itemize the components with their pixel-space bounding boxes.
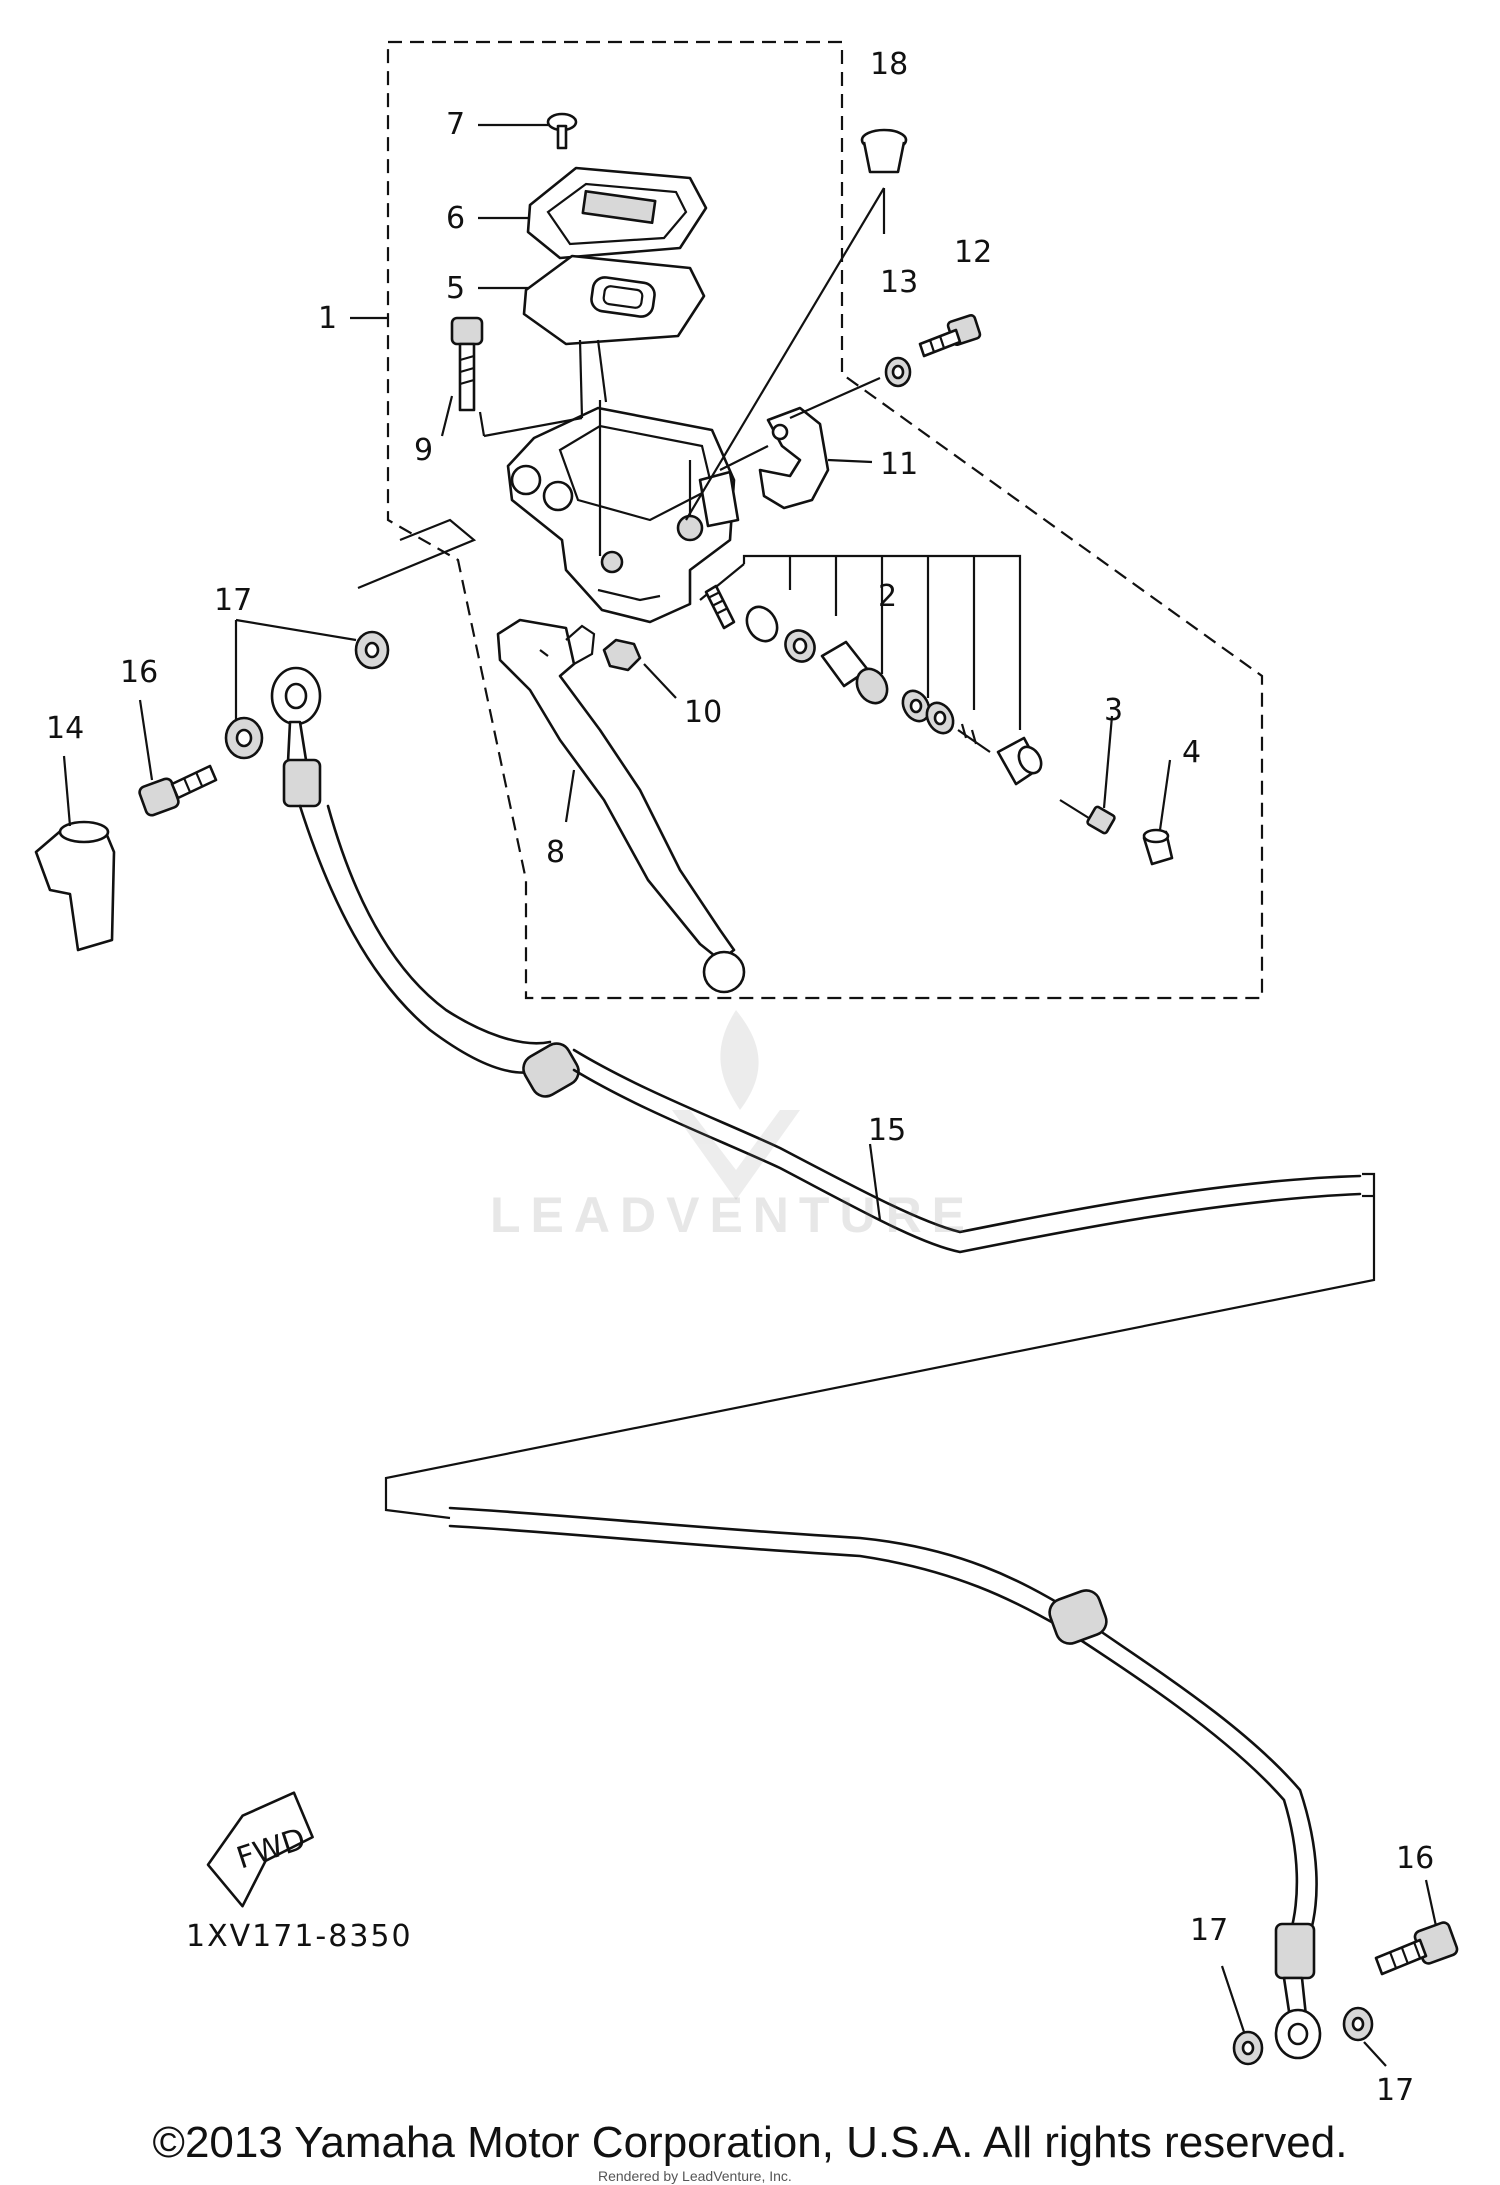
- leader-17-upper: [234, 618, 357, 720]
- bolt-12: [918, 314, 982, 358]
- callout-17-upper: 17: [214, 583, 252, 618]
- washer-17-lower-b: [1342, 2006, 1387, 2067]
- piston-kit-2: [699, 554, 1043, 786]
- watermark-text: LEADVENTURE: [490, 1187, 976, 1243]
- master-cylinder-body: [478, 339, 740, 624]
- callout-4: 4: [1182, 735, 1201, 770]
- screw-7: [478, 112, 578, 150]
- callout-11: 11: [880, 447, 918, 482]
- callout-13: 13: [880, 265, 918, 300]
- callout-5: 5: [446, 271, 465, 306]
- callout-12: 12: [954, 235, 992, 270]
- fwd-arrow-icon: FWD: [206, 1791, 314, 1908]
- lever-8: [496, 618, 746, 994]
- rendered-by-note: Rendered by LeadVenture, Inc.: [598, 2168, 792, 2184]
- washer-17-upper-a: [224, 716, 264, 760]
- callout-8: 8: [546, 835, 565, 870]
- washer-17-upper-b: [354, 630, 390, 670]
- diagram-id: 1XV171-8350: [186, 1919, 413, 1954]
- assembly-boundary: [386, 40, 1264, 1000]
- callout-7: 7: [446, 107, 465, 142]
- reservoir-cap-6: [478, 166, 708, 260]
- watermark-logo-icon: [672, 1010, 800, 1200]
- bracket-11: [719, 376, 881, 510]
- bleed-cap-4: [1142, 759, 1174, 866]
- copyright-notice: ©2013 Yamaha Motor Corporation, U.S.A. A…: [152, 2118, 1348, 2167]
- callout-17-lower-right: 17: [1376, 2073, 1414, 2108]
- washer-17-lower-a: [1220, 1965, 1264, 2066]
- union-bolt-16-upper: [138, 699, 218, 817]
- callout-16-lower: 16: [1396, 1841, 1434, 1876]
- callout-1: 1: [318, 301, 337, 336]
- nut-10: [602, 638, 677, 699]
- callout-6: 6: [446, 201, 465, 236]
- leader-17-bracket: [357, 518, 477, 590]
- callout-14: 14: [46, 711, 84, 746]
- washer-13: [884, 356, 912, 388]
- leader-18-to-body: [685, 187, 885, 521]
- bleed-screw-3: [1059, 715, 1116, 835]
- brake-hose-15-lower: [448, 1506, 1322, 2060]
- callout-9: 9: [414, 433, 433, 468]
- cap-plug-18: [860, 128, 908, 174]
- callout-16-upper: 16: [120, 655, 158, 690]
- callout-3: 3: [1104, 693, 1123, 728]
- brake-hose-15: [270, 666, 1362, 1254]
- callout-2: 2: [878, 579, 897, 614]
- callout-10: 10: [684, 695, 722, 730]
- diaphragm-5: [478, 254, 706, 346]
- bolt-9: [440, 316, 484, 437]
- union-bolt-16-lower: [1374, 1879, 1459, 1976]
- callout-15: 15: [868, 1113, 906, 1148]
- callout-17-lower-left: 17: [1190, 1913, 1228, 1948]
- callout-18: 18: [870, 47, 908, 82]
- section-break: [384, 1172, 1376, 1520]
- leader-cap-down: [596, 339, 608, 403]
- rubber-boot-14: [34, 755, 116, 952]
